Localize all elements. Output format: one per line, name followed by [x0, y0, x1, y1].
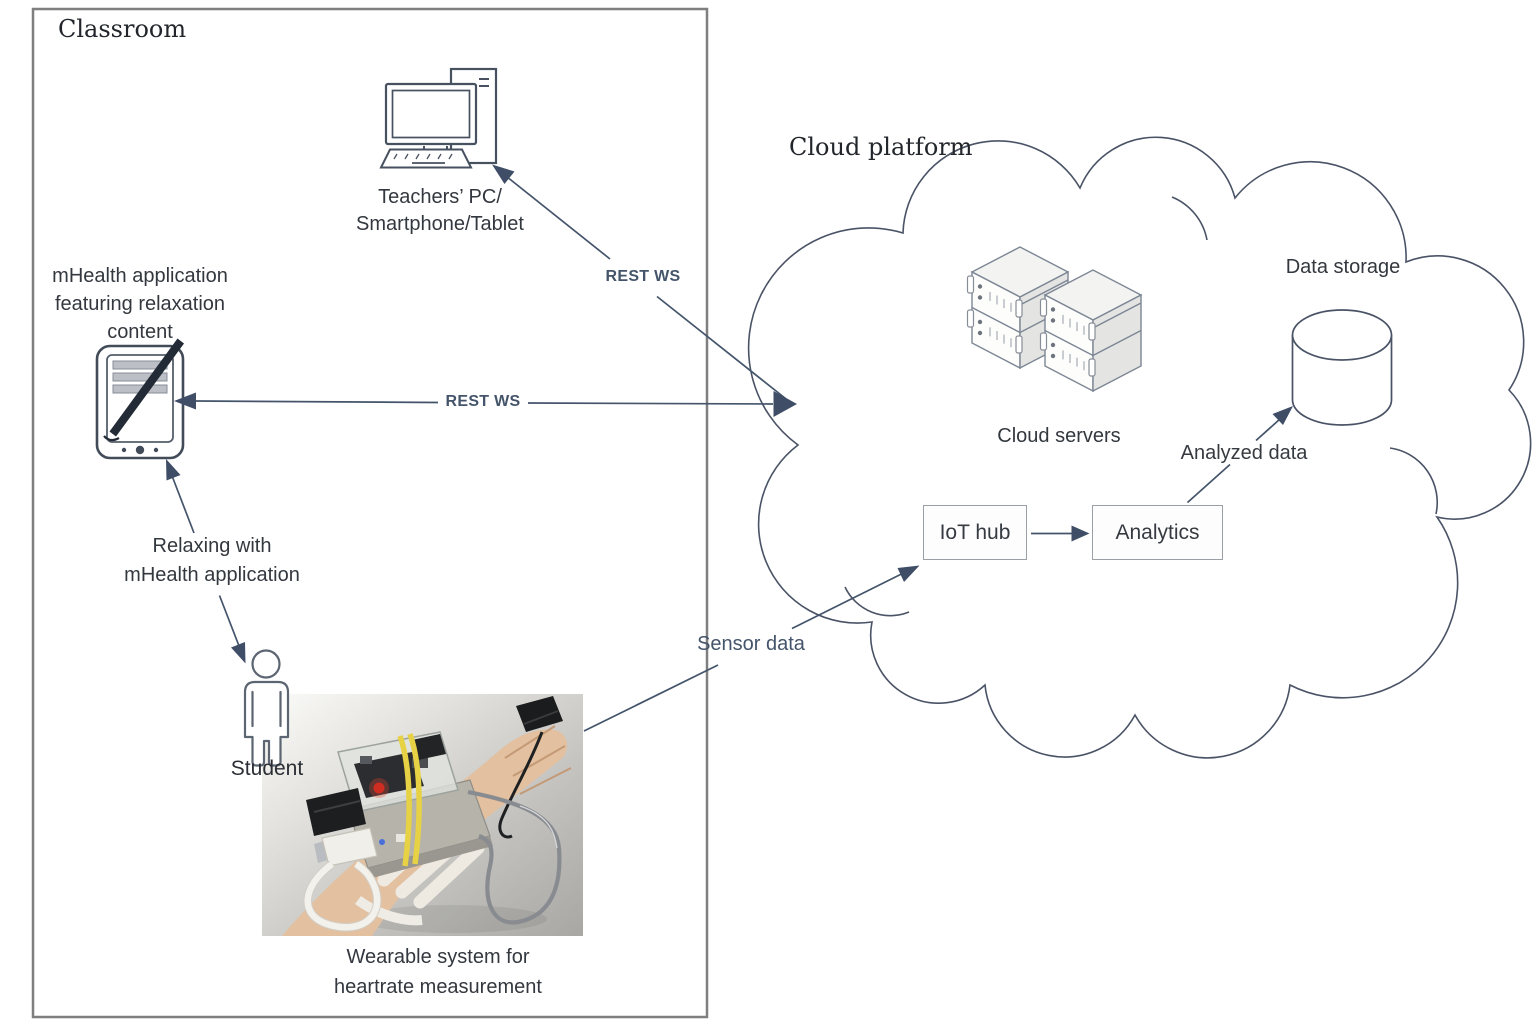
cloud-servers-label: Cloud servers [997, 425, 1121, 447]
pda-stylus-icon [95, 338, 185, 460]
student-label: Student [230, 757, 304, 780]
wearable-label-line2: heartrate measurement [334, 976, 542, 998]
analyzed-data-edge-label: Analyzed data [1180, 442, 1308, 464]
stylus [109, 338, 184, 437]
edge-analyzed-data [1186, 418, 1281, 504]
analytics-box: Analytics [1092, 505, 1223, 560]
rest-ws-pc-edge-label: REST WS [605, 268, 681, 285]
iot-hub-box: IoT hub [923, 505, 1027, 560]
relaxing-edge-label: Relaxing with mHealth application [62, 532, 362, 590]
cloud-platform-region-label: Cloud platform [789, 133, 973, 161]
desktop-computer-icon [379, 67, 498, 169]
relaxing-edge-label-line2: mHealth application [124, 564, 300, 586]
mhealth-app-label: mHealth application featuring relaxation… [10, 262, 270, 346]
mhealth-app-label-line2: featuring relaxation [54, 293, 226, 315]
edge-rest-ws-pc [505, 175, 787, 400]
classroom-region-label: Classroom [58, 15, 187, 43]
mhealth-app-label-line3: content [107, 321, 173, 343]
edge-sensor-data [583, 572, 904, 732]
wearable-label-line1: Wearable system for [346, 946, 530, 968]
red-led [373, 782, 385, 794]
teachers-pc-label-line2: Smartphone/Tablet [356, 213, 524, 236]
teachers-pc-label-line1: Teachers’ PC/ [378, 186, 502, 208]
white-cable [304, 861, 381, 931]
cloud-shape [747, 136, 1532, 759]
wearable-label: Wearable system for heartrate measuremen… [263, 942, 613, 1002]
person-icon [243, 649, 290, 767]
relaxing-edge-label-line1: Relaxing with [152, 535, 272, 557]
yellow-band [397, 733, 422, 867]
arrowheads [166, 164, 1293, 664]
data-storage-label: Data storage [1285, 256, 1401, 278]
rest-ws-app-edge-label: REST WS [445, 393, 521, 410]
database-cylinder-icon [1291, 309, 1393, 426]
wearable-photo [262, 694, 583, 936]
edge-rest-ws-app [195, 400, 774, 405]
black-connector [306, 788, 366, 836]
sensor-data-edge-label: Sensor data [697, 633, 805, 655]
mhealth-app-label-line1: mHealth application [52, 265, 228, 287]
connector-lines [170, 175, 1281, 732]
teachers-pc-label: Teachers’ PC/ Smartphone/Tablet [305, 184, 575, 238]
classroom-region-border [31, 7, 709, 1019]
server-rack-icon [966, 246, 1143, 393]
edge-relaxing [170, 474, 241, 649]
